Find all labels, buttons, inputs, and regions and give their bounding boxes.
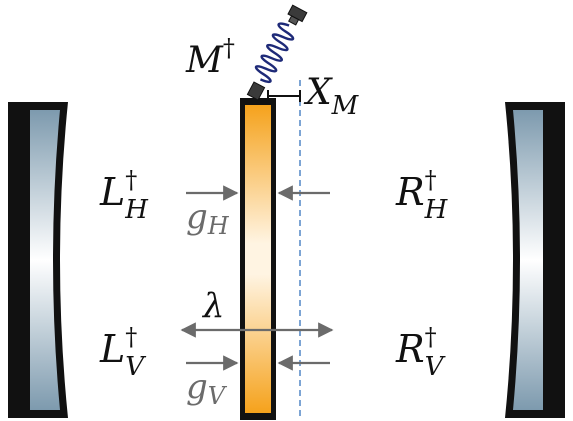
spring xyxy=(246,4,308,101)
label-left-v: L†V xyxy=(99,323,146,382)
label-coupling-v: gV xyxy=(186,367,228,410)
label-tunneling: λ xyxy=(201,286,225,326)
label-coupling-h: gH xyxy=(186,197,230,240)
membrane xyxy=(240,98,276,420)
label-mirror-mode: M† xyxy=(185,34,235,81)
label-right-h: R†H xyxy=(395,166,449,225)
displacement-bracket xyxy=(267,90,301,102)
label-right-v: R†V xyxy=(395,323,446,382)
label-displacement: XM xyxy=(303,72,360,121)
label-left-h: L†H xyxy=(99,166,149,225)
right-mirror xyxy=(505,102,565,418)
left-mirror xyxy=(8,102,68,418)
